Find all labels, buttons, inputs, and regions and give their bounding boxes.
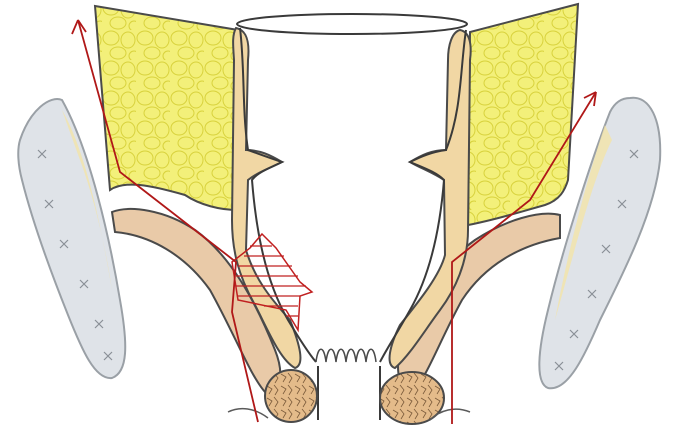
anal-canal <box>318 366 380 420</box>
anal-columns <box>316 349 376 362</box>
right-rectal-wall <box>390 30 471 368</box>
arrow-up-left-icon <box>72 20 86 34</box>
right-ischiorectal-fat <box>468 4 578 225</box>
rectal-lumen-top <box>237 14 467 34</box>
left-ischiorectal-fat <box>95 6 238 210</box>
left-external-sphincter <box>265 370 317 422</box>
